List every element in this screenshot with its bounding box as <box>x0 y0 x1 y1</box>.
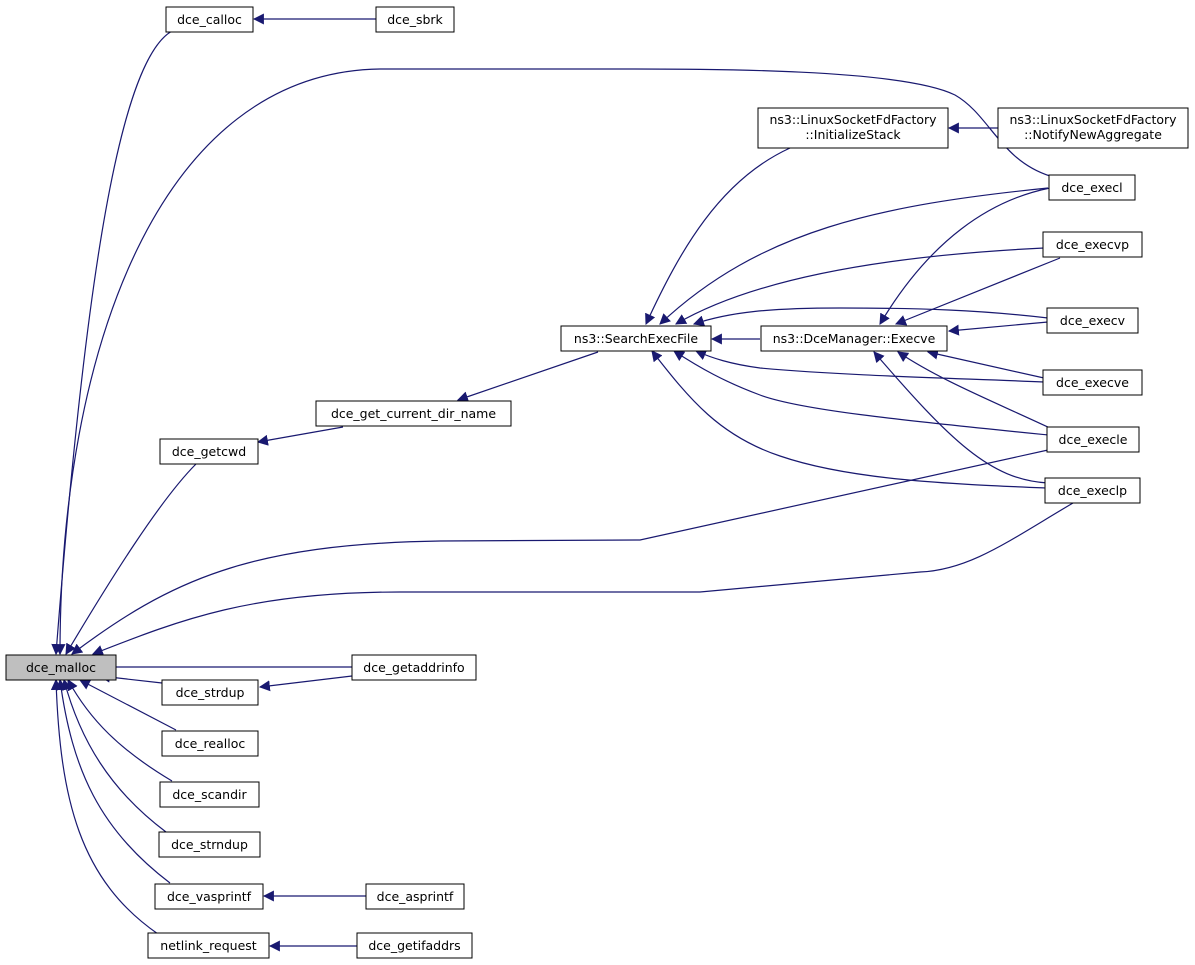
node-label: dce_get_current_dir_name <box>331 406 496 421</box>
node-label: dce_execve <box>1056 375 1129 390</box>
node-label-line-1: ns3::LinuxSocketFdFactory <box>769 112 937 127</box>
node-label: netlink_request <box>160 938 256 953</box>
node-search_exec_file[interactable]: ns3::SearchExecFile <box>560 325 712 352</box>
edge-dce_execv-to-search_exec_file <box>692 307 1049 327</box>
edge-dce_strndup-to-dce_malloc <box>61 678 167 833</box>
node-label: dce_malloc <box>26 660 96 675</box>
node-dce_manager_execve[interactable]: ns3::DceManager::Execve <box>760 325 948 352</box>
node-label: dce_strndup <box>171 837 248 852</box>
edge-dce_execv-to-dce_manager_execve <box>947 321 1049 336</box>
node-dce_execve[interactable]: dce_execve <box>1042 369 1143 396</box>
node-label: dce_execl <box>1061 180 1122 195</box>
node-dce_calloc[interactable]: dce_calloc <box>165 6 254 33</box>
edge-dce_execvp-to-dce_manager_execve <box>894 257 1061 326</box>
edge-dce_get_current_dir_name-to-dce_getcwd <box>256 426 344 446</box>
node-dce_get_current_dir_name[interactable]: dce_get_current_dir_name <box>315 400 512 427</box>
node-label-line-2: ::NotifyNewAggregate <box>1024 127 1162 142</box>
edge-dce_execvp-to-search_exec_file <box>675 247 1045 325</box>
node-dce_getaddrinfo[interactable]: dce_getaddrinfo <box>351 654 477 681</box>
node-dce_getifaddrs[interactable]: dce_getifaddrs <box>356 932 473 959</box>
node-label: dce_getaddrinfo <box>363 660 464 675</box>
node-label: dce_sbrk <box>387 12 443 27</box>
node-dce_execle[interactable]: dce_execle <box>1046 426 1140 453</box>
node-label: dce_execv <box>1060 313 1126 328</box>
node-netlink_request[interactable]: netlink_request <box>147 932 270 959</box>
node-dce_execlp[interactable]: dce_execlp <box>1044 477 1141 504</box>
node-dce_vasprintf[interactable]: dce_vasprintf <box>154 883 264 910</box>
node-label: dce_scandir <box>172 787 247 802</box>
node-dce_scandir[interactable]: dce_scandir <box>159 781 260 808</box>
edge-dce_execle-to-search_exec_file <box>673 350 1049 436</box>
node-label: dce_execle <box>1059 432 1128 447</box>
node-linux_initialize_stack[interactable]: ns3::LinuxSocketFdFactory ::InitializeSt… <box>757 107 949 149</box>
edge-linux_initialize_stack-to-search_exec_file <box>645 147 791 325</box>
node-dce_realloc[interactable]: dce_realloc <box>161 730 259 757</box>
edge-dce_vasprintf-to-dce_malloc <box>55 678 171 884</box>
node-label: dce_vasprintf <box>167 889 252 904</box>
edge-dce_realloc-to-dce_malloc <box>79 679 177 731</box>
edge-netlink_request-to-dce_malloc <box>50 678 159 935</box>
node-label: dce_getcwd <box>172 444 246 459</box>
node-label-line-2: ::InitializeStack <box>805 127 901 142</box>
edge-dce_execlp-to-dce_malloc <box>91 502 1074 656</box>
edges <box>50 13 1074 952</box>
edge-dce_getaddrinfo-to-dce_strdup <box>258 675 353 692</box>
node-dce_getcwd[interactable]: dce_getcwd <box>159 438 259 465</box>
edge-dce_execve-to-search_exec_file <box>694 349 1045 383</box>
edge-dce_execle-to-dce_manager_execve <box>897 351 1051 429</box>
edge-dce_scandir-to-dce_malloc <box>67 679 173 782</box>
node-label: dce_asprintf <box>377 889 454 904</box>
node-dce_sbrk[interactable]: dce_sbrk <box>375 6 455 33</box>
node-dce_malloc[interactable]: dce_malloc <box>5 654 117 681</box>
node-dce_execvp[interactable]: dce_execvp <box>1042 231 1143 258</box>
node-label-line-1: ns3::LinuxSocketFdFactory <box>1009 112 1177 127</box>
edge-dce_getcwd-to-dce_malloc <box>65 463 197 655</box>
node-label: dce_realloc <box>175 736 246 751</box>
node-dce_strdup[interactable]: dce_strdup <box>161 679 259 706</box>
edge-dce_execle-to-dce_malloc <box>71 449 1049 655</box>
node-label: dce_execvp <box>1056 237 1129 252</box>
edge-dce_execl-to-dce_manager_execve <box>879 187 1051 325</box>
node-linux_notify_new_aggregate[interactable]: ns3::LinuxSocketFdFactory ::NotifyNewAgg… <box>997 107 1189 149</box>
edge-dce_execlp-to-search_exec_file <box>651 350 1047 489</box>
node-label: ns3::DceManager::Execve <box>773 331 936 346</box>
node-dce_strndup[interactable]: dce_strndup <box>158 831 261 858</box>
edge-dce_execlp-to-dce_manager_execve <box>873 351 1049 484</box>
edge-search_exec_file-to-dce_get_current_dir_name <box>456 351 599 402</box>
node-label: dce_strdup <box>176 685 245 700</box>
nodes: dce_malloc dce_calloc dce_sbrk dce_getcw… <box>5 6 1189 959</box>
node-dce_asprintf[interactable]: dce_asprintf <box>365 883 465 910</box>
node-label: dce_calloc <box>177 12 242 27</box>
edge-dce_execve-to-dce_manager_execve <box>926 348 1045 379</box>
node-dce_execv[interactable]: dce_execv <box>1046 307 1139 334</box>
node-label: dce_execlp <box>1058 483 1127 498</box>
node-dce_execl[interactable]: dce_execl <box>1048 174 1136 201</box>
edge-dce_calloc-to-dce_malloc <box>51 29 175 656</box>
node-label: ns3::SearchExecFile <box>574 331 698 346</box>
edge-dce_execl-to-search_exec_file <box>659 187 1049 325</box>
node-label: dce_getifaddrs <box>368 938 460 953</box>
edge-dce_execl-to-dce_malloc <box>54 68 1051 656</box>
